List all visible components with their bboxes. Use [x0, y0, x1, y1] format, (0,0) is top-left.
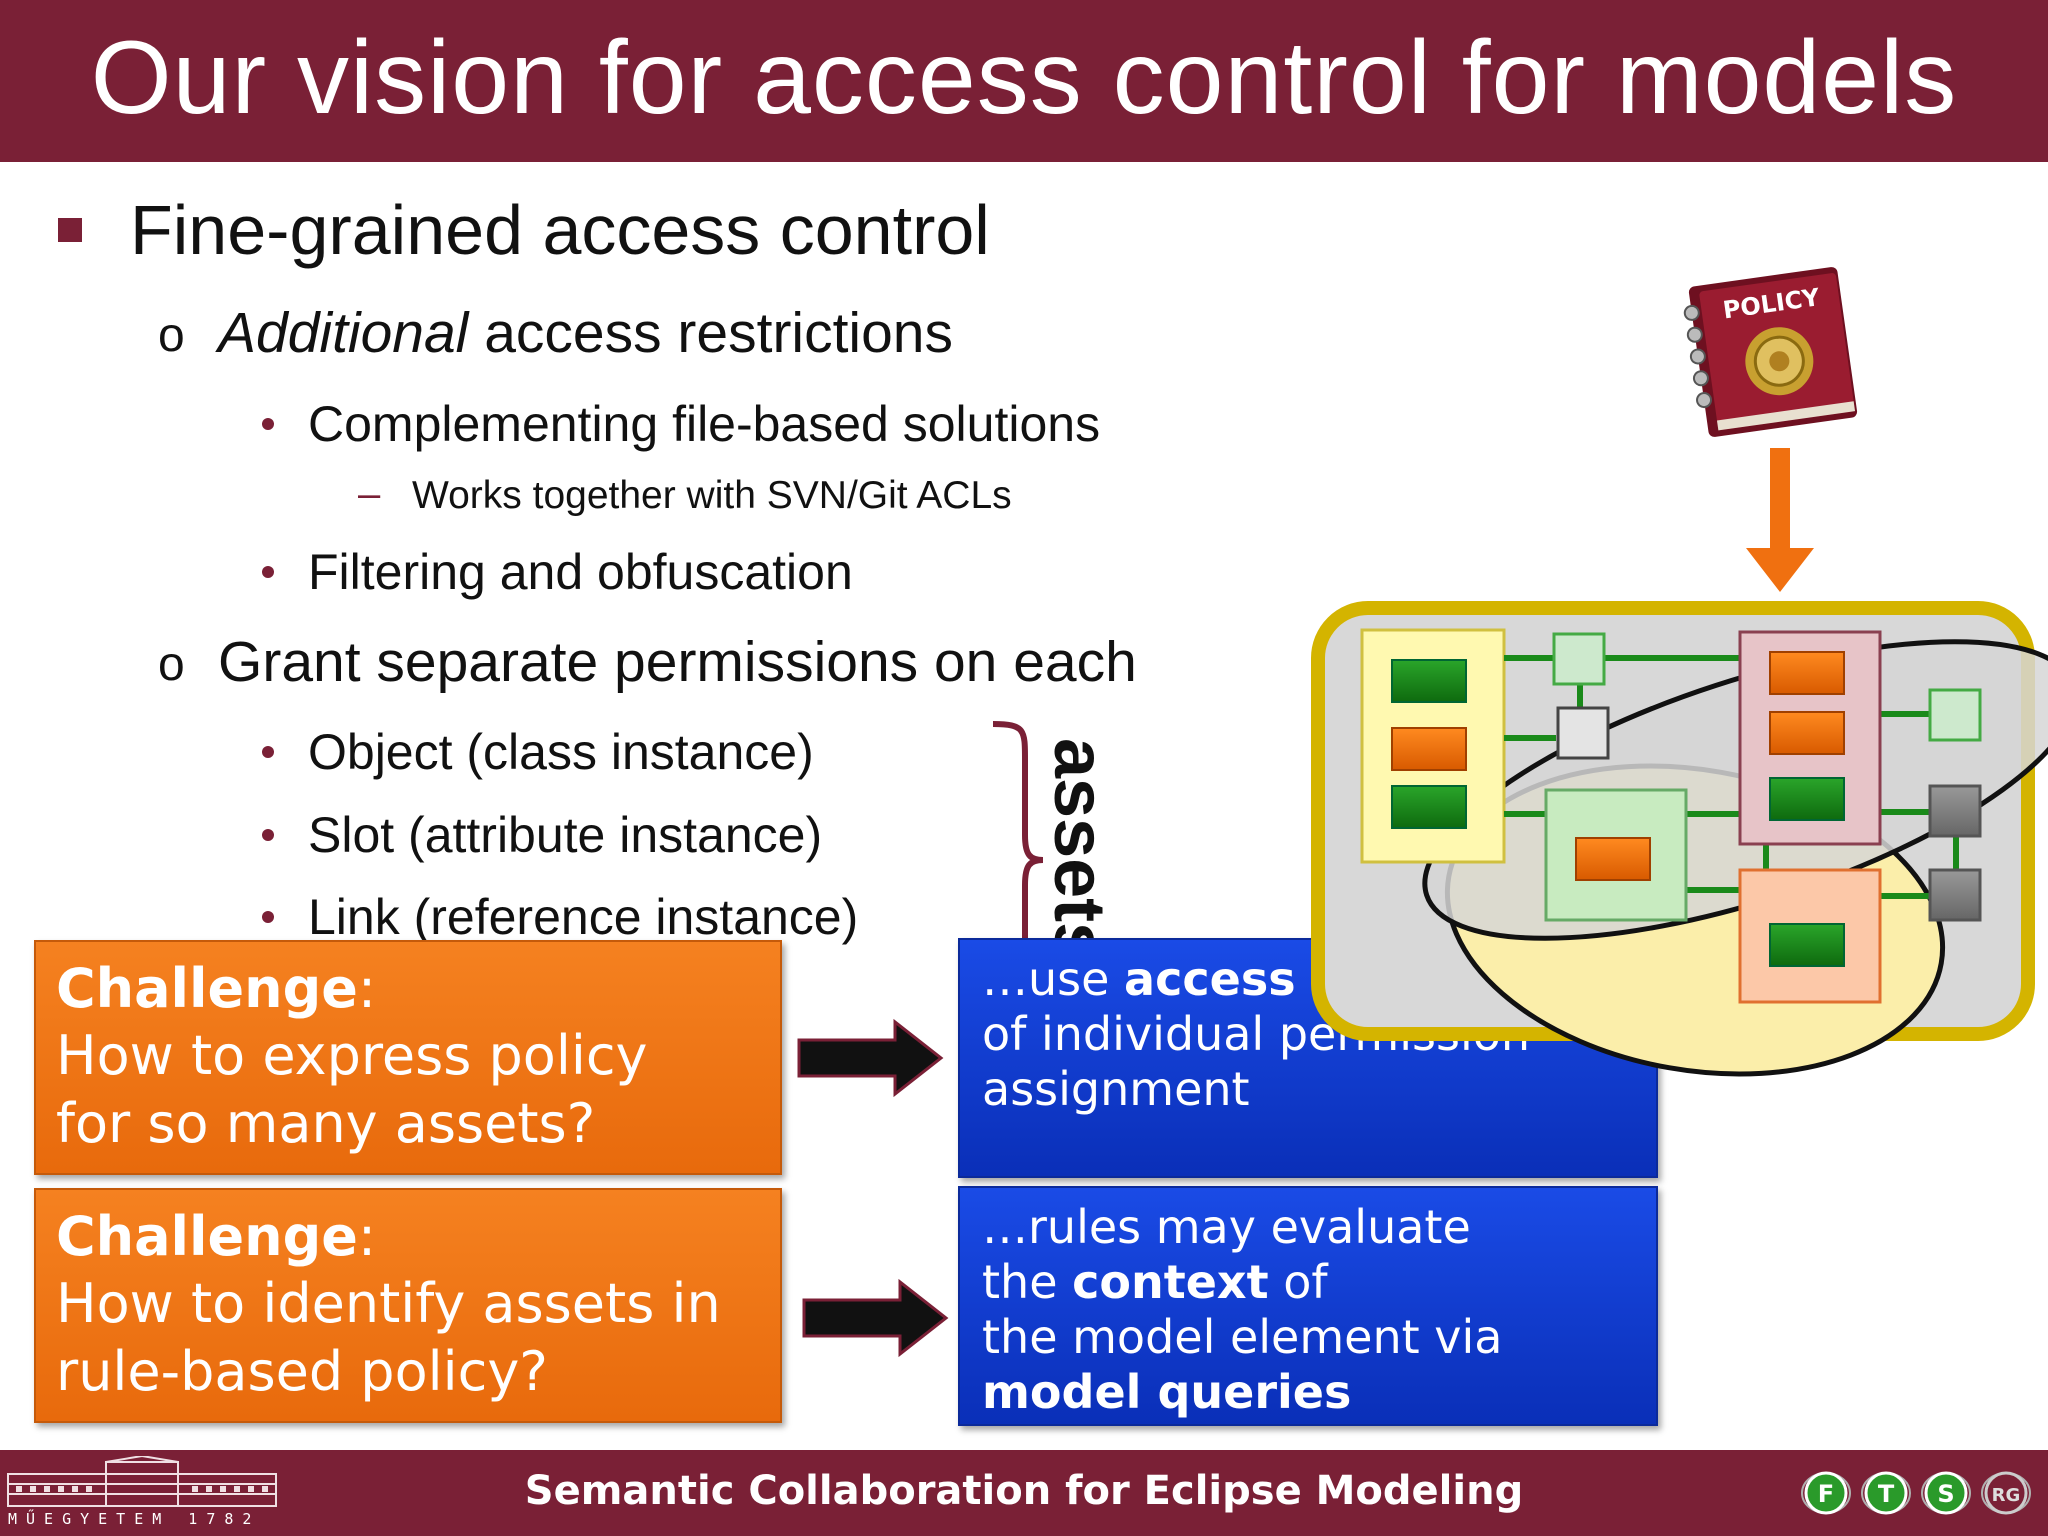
answer-1-line3: assignment — [982, 1062, 1250, 1116]
ftsrg-letter-f: F — [1818, 1480, 1834, 1508]
answer-2-pre: the — [982, 1255, 1073, 1309]
right-arrow-icon — [802, 1278, 949, 1358]
bullet-marker — [262, 829, 274, 841]
bullet-marker — [262, 566, 274, 578]
bullet-marker: – — [358, 472, 381, 516]
bullet-object: Object (class instance) — [308, 724, 814, 780]
answer-2-line4: model queries — [982, 1365, 1352, 1419]
challenge-box-1: Challenge: How to express policy for so … — [34, 940, 782, 1175]
challenge-1-line1: How to express policy — [56, 1024, 648, 1087]
answer-2-line1: …rules may evaluate — [982, 1200, 1471, 1254]
answer-box-2: …rules may evaluate the context of the m… — [958, 1186, 1658, 1426]
challenge-2-line1: How to identify assets in — [56, 1272, 721, 1335]
bullet-marker: o — [158, 638, 185, 691]
slide-title: Our vision for access control for models — [90, 20, 1958, 136]
policy-book-icon: POLICY — [1683, 267, 1858, 437]
challenge-1-label: Challenge — [56, 957, 358, 1020]
footer-text: Semantic Collaboration for Eclipse Model… — [524, 1468, 1524, 1514]
answer-2-line3: the model element via — [982, 1310, 1503, 1364]
ftsrg-letter-t: T — [1878, 1480, 1895, 1508]
university-building-logo — [7, 1456, 277, 1507]
answer-1-pre: …use — [982, 952, 1125, 1006]
challenge-2-label: Challenge — [56, 1205, 358, 1268]
bullet-additional: Additional access restrictions — [218, 300, 953, 366]
bullet-marker: o — [158, 309, 185, 362]
ftsrg-letter-s: S — [1937, 1480, 1954, 1508]
challenge-2-colon: : — [357, 1205, 377, 1268]
bullet-slot: Slot (attribute instance) — [308, 807, 823, 863]
ftsrg-letter-rg: RG — [1992, 1485, 2021, 1506]
challenge-box-2: Challenge: How to identify assets in rul… — [34, 1188, 782, 1423]
bullet-fine-grained: Fine-grained access control — [130, 191, 990, 269]
answer-2-bold: context — [1072, 1255, 1269, 1309]
orange-down-arrow-icon — [1746, 448, 1814, 592]
bullet-marker — [262, 746, 274, 758]
bullet-additional-italic: Additional — [218, 301, 469, 365]
challenge-1-colon: : — [357, 957, 377, 1020]
assets-text: assets — [1039, 738, 1119, 963]
right-arrow-icon — [797, 1018, 944, 1098]
answer-2-post: of — [1268, 1255, 1328, 1309]
footer-bar: MŰEGYETEM 1782 Semantic Collaboration fo… — [0, 1450, 2048, 1536]
bullet-svn-git: Works together with SVN/Git ACLs — [412, 474, 1012, 517]
ftsrg-logo: F T S RG — [1801, 1471, 2031, 1515]
bullet-grant-permissions: Grant separate permissions on each — [218, 630, 1137, 694]
bullet-additional-rest: access restrictions — [468, 301, 953, 365]
bullet-marker — [262, 911, 274, 923]
title-bar: Our vision for access control for models — [0, 0, 2048, 162]
university-caption: MŰEGYETEM 1782 — [8, 1510, 261, 1528]
bullet-marker — [58, 218, 82, 242]
bullet-marker — [262, 418, 274, 430]
bullet-link: Link (reference instance) — [308, 889, 859, 945]
challenge-1-line2: for so many assets? — [56, 1092, 596, 1155]
challenge-2-line2: rule-based policy? — [56, 1340, 548, 1403]
bullet-filtering: Filtering and obfuscation — [308, 544, 853, 600]
bullet-complementing: Complementing file-based solutions — [308, 396, 1101, 452]
model-diagram — [1311, 601, 2048, 1077]
